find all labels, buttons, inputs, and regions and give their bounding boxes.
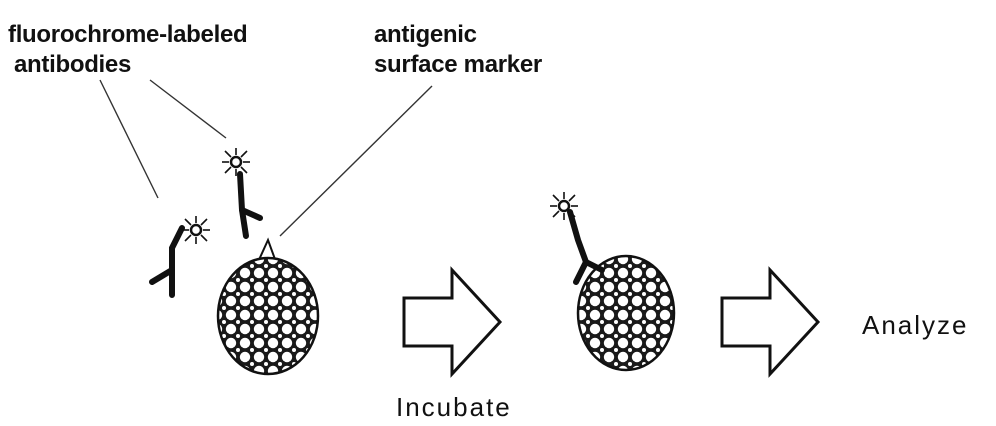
free-antibody-right [222,148,260,236]
free-antibody-left [152,216,210,295]
arrow-incubate [404,270,500,374]
label-fluorochrome-line2: antibodies [14,50,131,80]
fluorochrome-icon [182,216,210,244]
cell-before [218,258,318,374]
callout-line-antibody-right [150,80,226,138]
callout-line-antibody-left [100,80,158,198]
cell-after [550,192,674,370]
callout-lines [100,80,432,236]
label-analyze: Analyze [862,310,969,340]
arrow-analyze [722,270,818,374]
label-antigenic-line1: antigenic [374,20,477,50]
label-antigenic-line2: surface marker [374,50,542,80]
label-fluorochrome-line1: fluorochrome-labeled [8,20,247,50]
callout-line-surface-marker [280,86,432,236]
fluorochrome-icon [222,148,250,176]
label-incubate: Incubate [396,392,512,422]
fluorochrome-icon [550,192,578,220]
